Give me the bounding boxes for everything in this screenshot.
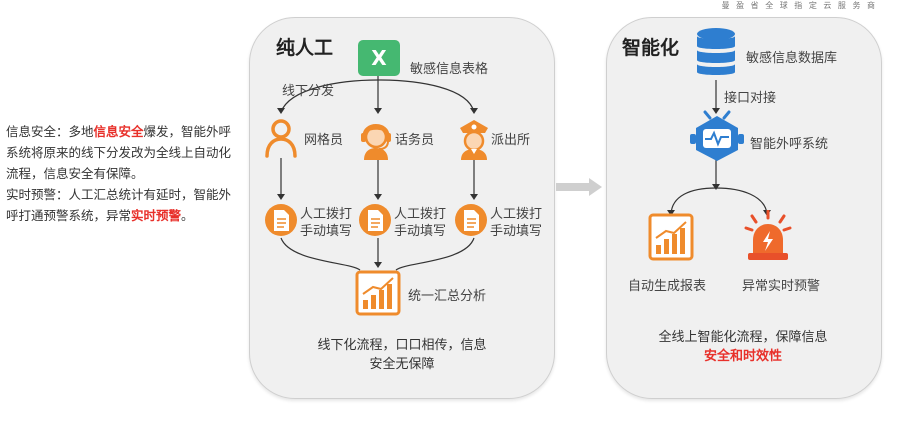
alarm-label: 异常实时预警 xyxy=(742,279,821,294)
system-label: 智能外呼系统 xyxy=(750,137,829,152)
interface-label: 接口对接 xyxy=(724,91,777,106)
highlight-alert: 实时预警 xyxy=(131,208,182,223)
db-label: 敏感信息数据库 xyxy=(746,51,838,66)
task-line2: 手动填写 xyxy=(394,224,447,239)
description-text: 信息安全：多地信息安全爆发，智能外呼系统将原来的线下分发改为全线上自动化流程，信… xyxy=(6,121,238,226)
task-line2: 手动填写 xyxy=(490,224,543,239)
robot-icon xyxy=(690,110,744,161)
report-label: 自动生成报表 xyxy=(628,279,707,294)
task-line1: 人工拨打 xyxy=(490,207,543,222)
spreadsheet-label: 敏感信息表格 xyxy=(410,62,489,77)
role-label-police: 派出所 xyxy=(491,133,531,148)
document-icon xyxy=(265,204,297,236)
report-icon xyxy=(648,213,694,261)
chart-icon xyxy=(355,270,401,316)
person-icon xyxy=(265,119,297,158)
smart-footer-line1: 全线上智能化流程，保障信息 xyxy=(658,330,828,345)
manual-footer-line2: 安全无保障 xyxy=(369,357,435,372)
alarm-icon xyxy=(744,210,792,260)
task-line1: 人工拨打 xyxy=(394,207,447,222)
manual-footer: 线下化流程，口口相传，信息 安全无保障 xyxy=(262,336,542,374)
police-icon xyxy=(460,120,488,160)
manual-title: 纯人工 xyxy=(276,37,334,59)
document-icon xyxy=(359,204,391,236)
task-line2: 手动填写 xyxy=(300,224,353,239)
summary-label: 统一汇总分析 xyxy=(408,289,487,304)
manual-footer-line1: 线下化流程，口口相传，信息 xyxy=(317,338,487,353)
document-icon xyxy=(455,204,487,236)
excel-icon: X xyxy=(358,40,400,76)
arrow-right-icon xyxy=(556,178,602,196)
task-line1: 人工拨打 xyxy=(300,207,353,222)
role-label-operator: 话务员 xyxy=(395,133,435,148)
smart-panel xyxy=(606,17,882,399)
role-label-grid: 网格员 xyxy=(304,133,344,148)
smart-footer-line2: 安全和时效性 xyxy=(703,349,782,364)
distribute-label: 线下分发 xyxy=(282,84,335,99)
highlight-security: 信息安全 xyxy=(93,124,144,139)
watermark: 曼 盈 省 全 球 指 定 云 服 务 商 xyxy=(721,1,877,10)
paragraph-security: 信息安全：多地信息安全爆发，智能外呼系统将原来的线下分发改为全线上自动化流程，信… xyxy=(6,124,232,181)
smart-title: 智能化 xyxy=(622,37,680,59)
smart-footer: 全线上智能化流程，保障信息 安全和时效性 xyxy=(606,328,880,366)
paragraph-alert: 实时预警：人工汇总统计有延时，智能外呼打通预警系统，异常实时预警。 xyxy=(6,187,232,223)
database-icon xyxy=(697,28,735,75)
headset-icon xyxy=(361,124,391,160)
